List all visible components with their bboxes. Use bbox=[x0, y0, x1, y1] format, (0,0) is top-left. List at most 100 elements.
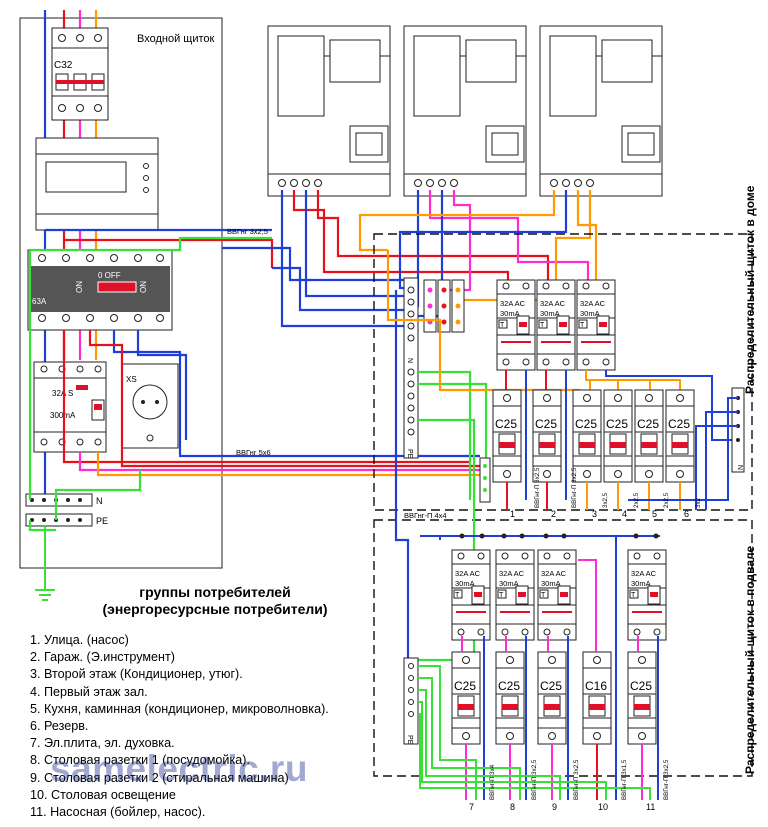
svg-text:32A S: 32A S bbox=[52, 389, 73, 398]
svg-text:30mA: 30mA bbox=[631, 579, 651, 588]
group-6: 6 bbox=[684, 509, 689, 519]
legend-item: 6. Резерв. bbox=[30, 719, 89, 734]
group-7: 7 bbox=[469, 802, 474, 812]
basement-breaker-11: C25 bbox=[627, 651, 657, 745]
legend-item: 11. Насосная (бойлер, насос). bbox=[30, 805, 206, 820]
meter-1 bbox=[267, 25, 391, 197]
house-breaker-5: C25 bbox=[634, 389, 664, 483]
input-bus-pe: PE bbox=[25, 513, 108, 527]
house-panel-title: Распределительный щиток в доме bbox=[743, 185, 757, 394]
svg-text:30mA: 30mA bbox=[455, 579, 475, 588]
socket-xs: XS bbox=[121, 363, 179, 449]
svg-text:ON: ON bbox=[75, 281, 84, 293]
legend-item: 1. Улица. (насос) bbox=[30, 633, 129, 647]
group-9: 9 bbox=[552, 802, 557, 812]
main-breaker: C32 bbox=[51, 27, 109, 121]
svg-text:0 OFF: 0 OFF bbox=[98, 271, 121, 280]
house-breaker-2: C25 bbox=[532, 389, 562, 483]
house-n-bar: N bbox=[731, 387, 745, 473]
house-cable-1: ВВГнг-П 3х2,5 bbox=[534, 467, 541, 508]
svg-text:63A: 63A bbox=[32, 297, 47, 306]
house-breaker-6: C25 bbox=[665, 389, 695, 483]
legend-item: 9. Столовая разетки 2 (стиральная машина… bbox=[30, 770, 289, 785]
svg-text:32A AC: 32A AC bbox=[500, 299, 526, 308]
svg-text:N: N bbox=[406, 358, 413, 363]
basement-cable-8: ВВГнг-П 3х2,5 bbox=[531, 759, 538, 800]
cable-label-c2: ВВГнг 5х6 bbox=[236, 448, 271, 457]
svg-text:C25: C25 bbox=[495, 417, 517, 431]
svg-text:30mA: 30mA bbox=[580, 309, 600, 318]
group-8: 8 bbox=[510, 802, 515, 812]
svg-text:C25: C25 bbox=[454, 679, 476, 693]
svg-text:30mA: 30mA bbox=[499, 579, 519, 588]
basement-breaker-9: C25 bbox=[537, 651, 567, 745]
basement-panel: Распределительный щиток в подвале bbox=[373, 519, 757, 777]
basement-breaker-7: C25 bbox=[451, 651, 481, 745]
svg-text:32A AC: 32A AC bbox=[499, 569, 525, 578]
svg-text:C25: C25 bbox=[535, 417, 557, 431]
svg-text:C25: C25 bbox=[498, 679, 520, 693]
house-cable-4: 2х2,5 bbox=[633, 492, 640, 508]
legend-title-2: (энергоресурсные потребители) bbox=[102, 601, 328, 617]
svg-text:32A AC: 32A AC bbox=[455, 569, 481, 578]
basement-breaker-8: C25 bbox=[495, 651, 525, 745]
basement-breaker-10: C16 bbox=[582, 651, 612, 745]
legend-item: 10. Столовая освещение bbox=[30, 787, 176, 802]
legend-list: 1. Улица. (насос) 2. Гараж. (Э.инструмен… bbox=[30, 632, 410, 821]
group-4: 4 bbox=[622, 509, 627, 519]
legend: группы потребителей (энергоресурсные пот… bbox=[30, 584, 410, 821]
house-rcd-1: 32A AC 30mA bbox=[496, 279, 536, 371]
svg-text:PE: PE bbox=[406, 735, 413, 745]
svg-text:32A AC: 32A AC bbox=[540, 299, 566, 308]
basement-cable-7: ВВГнг-П 3х4 bbox=[489, 764, 496, 800]
house-cable-6: 3х2 bbox=[695, 497, 702, 508]
svg-text:32A AC: 32A AC bbox=[541, 569, 567, 578]
house-breaker-1: C25 bbox=[492, 389, 522, 483]
svg-text:XS: XS bbox=[126, 375, 137, 384]
basement-rcd-3: 32A AC 30mA bbox=[537, 549, 577, 641]
house-cable-5: 2х2,5 bbox=[663, 492, 670, 508]
basement-panel-title: Распределительный щиток в подвале bbox=[743, 546, 757, 774]
ground-icon bbox=[35, 526, 55, 601]
house-breaker-3: C25 bbox=[572, 389, 602, 483]
svg-text:30mA: 30mA bbox=[540, 309, 560, 318]
group-5: 5 bbox=[652, 509, 657, 519]
legend-item: 2. Гараж. (Э.инструмент) bbox=[30, 650, 175, 665]
house-rcd-2: 32A AC 30mA bbox=[536, 279, 576, 371]
input-bus-n: N bbox=[25, 493, 103, 507]
svg-text:C25: C25 bbox=[606, 417, 628, 431]
group-11: 11 bbox=[646, 802, 655, 812]
cable-label-c3: ВВГнг-П 4х4 bbox=[404, 511, 447, 520]
svg-text:ON: ON bbox=[139, 281, 148, 293]
svg-text:C25: C25 bbox=[630, 679, 652, 693]
house-rcd-3: 32A AC 30mA bbox=[576, 279, 616, 371]
svg-text:32A AC: 32A AC bbox=[580, 299, 606, 308]
group-1: 1 bbox=[510, 509, 515, 519]
legend-item: 4. Первый этаж зал. bbox=[30, 684, 148, 699]
legend-item: 5. Кухня, каминная (кондиционер, микрово… bbox=[30, 701, 329, 716]
input-energy-meter bbox=[35, 137, 159, 231]
svg-text:32A AC: 32A AC bbox=[631, 569, 657, 578]
house-panel: Распределительный щиток в доме bbox=[373, 185, 757, 511]
basement-rcd-1: 32A AC 30mA bbox=[451, 549, 491, 641]
watermark: samelectric.ru bbox=[50, 748, 308, 789]
input-panel-title: Входной щиток bbox=[137, 33, 215, 45]
svg-text:30mA: 30mA bbox=[541, 579, 561, 588]
house-breaker-4: C25 bbox=[603, 389, 633, 483]
load-switch: 0 OFF ON ON 63A bbox=[27, 249, 173, 331]
meter-2 bbox=[403, 25, 527, 197]
house-cable-3: 3х2,5 bbox=[602, 492, 609, 508]
house-cable-2: ВВГнг-П 3х2,5 bbox=[571, 467, 578, 508]
cable-label-c1: ВВГнг 3х2,5 bbox=[227, 227, 268, 236]
legend-item: 7. Эл.плита, эл. духовка. bbox=[30, 736, 175, 751]
svg-text:C25: C25 bbox=[668, 417, 690, 431]
svg-text:PE: PE bbox=[406, 449, 413, 459]
legend-title-1: группы потребителей bbox=[139, 584, 291, 600]
svg-text:30mA: 30mA bbox=[500, 309, 520, 318]
svg-text:PE: PE bbox=[96, 516, 108, 526]
group-2: 2 bbox=[551, 509, 556, 519]
basement-cable-10: ВВГнг-П 3х1,5 bbox=[621, 759, 628, 800]
svg-text:N: N bbox=[96, 496, 103, 506]
group-10: 10 bbox=[598, 802, 608, 812]
